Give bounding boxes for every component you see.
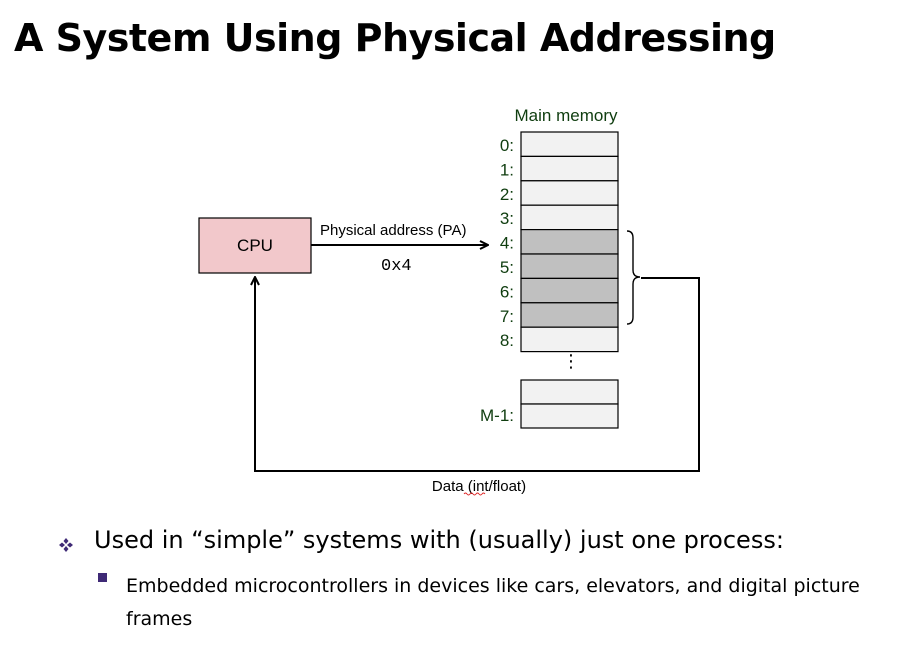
memory-cell-0 bbox=[520, 131, 619, 157]
spellcheck-underline bbox=[463, 492, 486, 496]
memory-row-label-7: 7: bbox=[500, 307, 514, 326]
memory-row-label-8: 8: bbox=[500, 331, 514, 350]
data-label: Data (int/float) bbox=[432, 478, 526, 495]
cpu-box bbox=[198, 217, 312, 274]
memory-cell-2 bbox=[520, 180, 619, 206]
memory-rows: 0: 1: 2: 3: 4: 5: 6: 7: 8: bbox=[500, 131, 619, 353]
memory-cell-7 bbox=[520, 302, 619, 328]
memory-cell-5 bbox=[520, 253, 619, 279]
memory-row-label-2: 2: bbox=[500, 185, 514, 204]
data-return-line bbox=[255, 277, 700, 472]
memory-row-label-6: 6: bbox=[500, 282, 514, 301]
memory-ellipsis: ⋮ bbox=[562, 351, 580, 372]
memory-row-label-5: 5: bbox=[500, 258, 514, 277]
memory-row-label-4: 4: bbox=[500, 234, 514, 253]
memory-row-label-last: M-1: bbox=[480, 406, 514, 425]
memory-title: Main memory bbox=[515, 106, 618, 125]
memory-cell-4 bbox=[520, 229, 619, 255]
memory-cell-tail-1 bbox=[520, 379, 619, 405]
brace-icon bbox=[626, 230, 641, 325]
cpu-label: CPU bbox=[237, 236, 273, 255]
memory-cell-3 bbox=[520, 204, 619, 231]
memory-cell-1 bbox=[520, 155, 619, 182]
memory-row-label-3: 3: bbox=[500, 209, 514, 228]
memory-cell-last bbox=[520, 403, 619, 429]
memory-row-label-0: 0: bbox=[500, 136, 514, 155]
memory-cell-8 bbox=[520, 326, 619, 353]
address-label: Physical address (PA) bbox=[320, 222, 466, 239]
memory-row-label-1: 1: bbox=[500, 160, 514, 179]
memory-cell-6 bbox=[520, 277, 619, 304]
address-value: 0x4 bbox=[381, 257, 412, 276]
slide-title: A System Using Physical Addressing bbox=[14, 16, 776, 60]
